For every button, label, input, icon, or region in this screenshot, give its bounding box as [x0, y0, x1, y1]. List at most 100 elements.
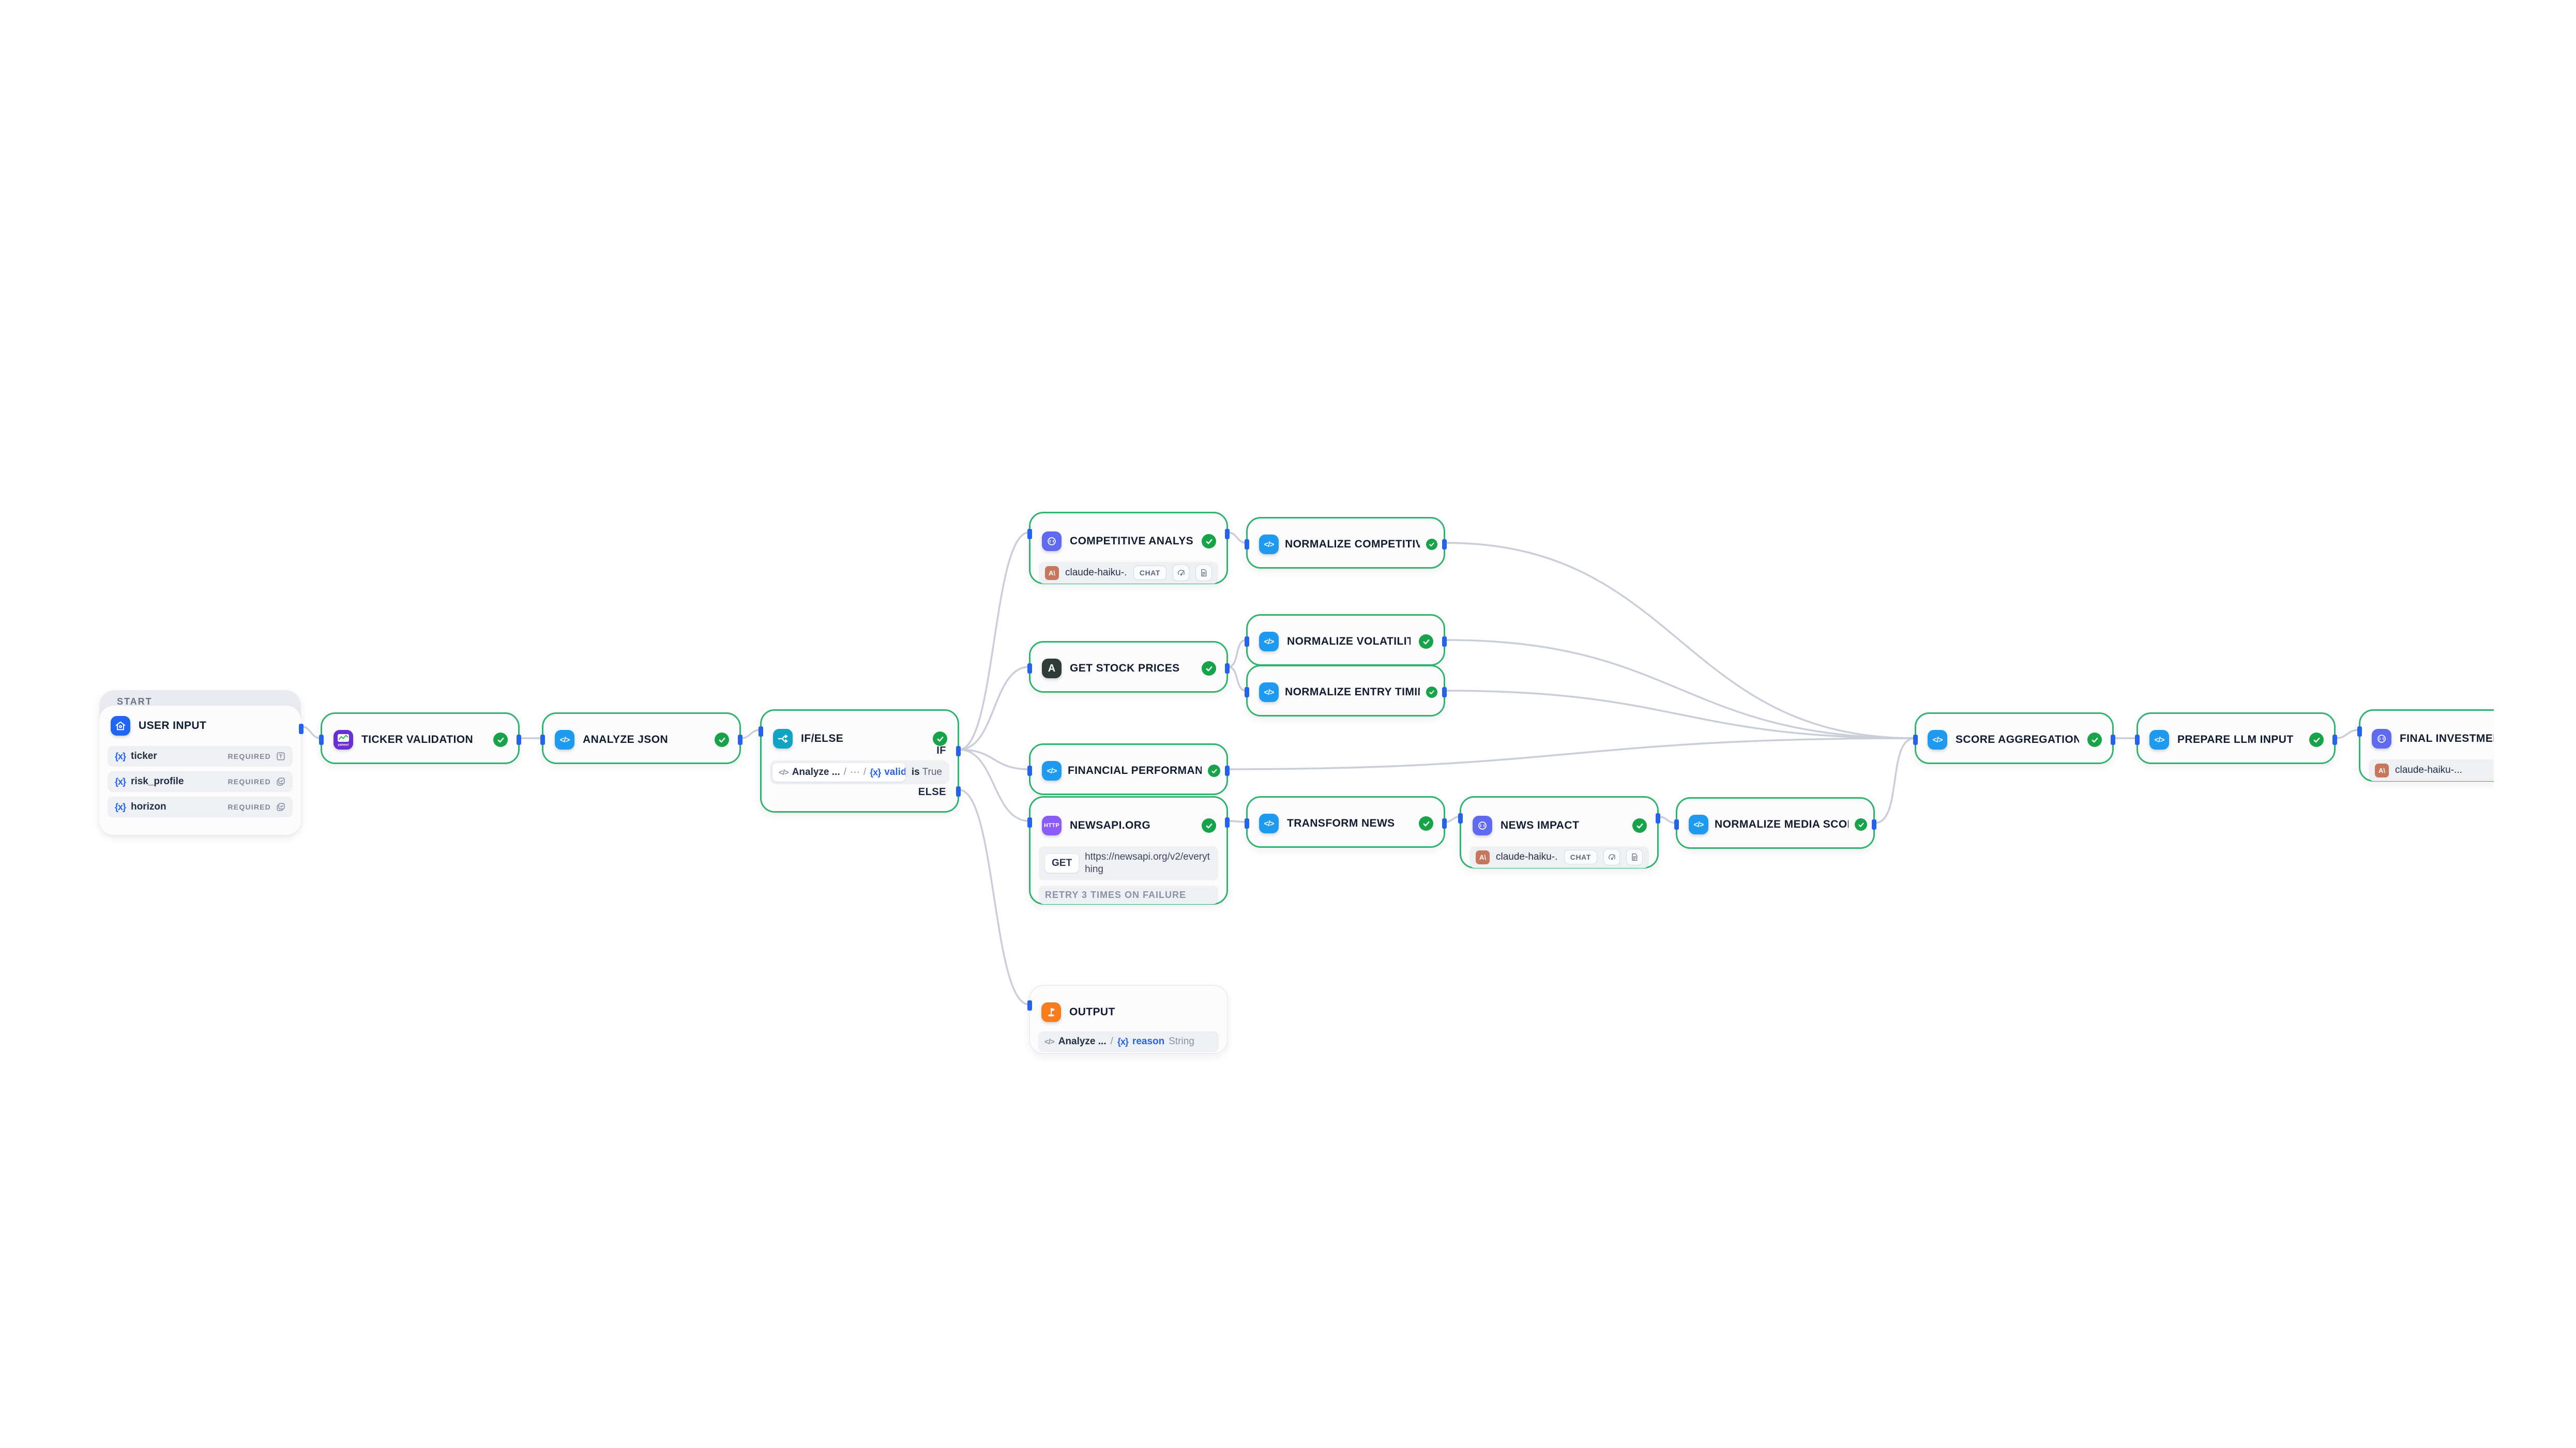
output-port[interactable] — [2332, 735, 2337, 745]
node-news-impact[interactable]: NEWS IMPACT A\ claude-haiku-... CHAT — [1458, 796, 1660, 868]
input-port[interactable] — [1027, 1000, 1032, 1011]
output-port[interactable] — [1442, 687, 1447, 697]
output-port[interactable] — [1442, 636, 1447, 647]
edge[interactable] — [1228, 666, 1247, 692]
output-port[interactable] — [2111, 735, 2115, 745]
input-port[interactable] — [1245, 687, 1249, 697]
anthropic-icon: A\ — [1045, 566, 1059, 580]
input-port[interactable] — [1245, 539, 1249, 550]
input-port[interactable] — [1027, 529, 1032, 539]
edge[interactable] — [740, 729, 761, 739]
prompt-document-button[interactable] — [1195, 565, 1212, 581]
output-port[interactable] — [1225, 529, 1230, 539]
edge[interactable] — [959, 749, 1029, 822]
node-final-investment[interactable]: FINAL INVESTMENT A\ claude-haiku-... CHA… — [2357, 709, 2494, 782]
output-port[interactable] — [738, 735, 743, 745]
model-settings-button[interactable] — [1173, 565, 1189, 581]
code-icon: </> — [1259, 535, 1279, 554]
node-ticker-validation[interactable]: yahoo! TICKER VALIDATION — [319, 712, 521, 764]
output-port[interactable] — [1442, 818, 1447, 829]
required-badge: REQUIRED — [228, 803, 271, 811]
edge[interactable] — [1228, 820, 1247, 823]
node-score-aggregation[interactable]: </> SCORE AGGREGATION — [1913, 712, 2115, 764]
flow-canvas[interactable]: START USER INPUT {x} ticker REQUIRED {x}… — [0, 0, 2494, 1448]
edge[interactable] — [2335, 729, 2359, 739]
node-normalize-competitive[interactable]: </> NORMALIZE COMPETITIVE — [1245, 517, 1447, 569]
input-port[interactable] — [1245, 818, 1249, 829]
input-port[interactable] — [1027, 766, 1032, 776]
prompt-document-button[interactable] — [1626, 849, 1643, 865]
input-port[interactable] — [1458, 813, 1463, 824]
output-port[interactable] — [517, 735, 521, 745]
node-transform-news[interactable]: </> TRANSFORM NEWS — [1245, 796, 1447, 848]
edge[interactable] — [1445, 639, 1915, 739]
success-check-icon — [1855, 818, 1867, 831]
output-port[interactable] — [299, 724, 304, 734]
alpaca-icon: A — [1042, 659, 1062, 678]
edge[interactable] — [1228, 737, 1915, 770]
edge[interactable] — [959, 789, 1029, 1005]
success-check-icon — [715, 733, 729, 747]
node-normalize-volatility[interactable]: </> NORMALIZE VOLATILITY — [1245, 614, 1447, 666]
input-port[interactable] — [2357, 726, 2362, 737]
edge[interactable] — [959, 749, 1029, 770]
success-check-icon — [1426, 539, 1437, 550]
node-user-input[interactable]: START USER INPUT {x} ticker REQUIRED {x}… — [99, 690, 304, 835]
output-port[interactable] — [1225, 817, 1230, 828]
edge[interactable] — [959, 666, 1029, 751]
node-title: IF/ELSE — [801, 733, 844, 744]
model-chip: A\ claude-haiku-... CHAT — [2369, 759, 2494, 781]
code-icon: </> — [555, 730, 574, 750]
edge[interactable] — [1658, 816, 1676, 824]
node-output[interactable]: OUTPUT </> Analyze ... / {x} reason Stri… — [1027, 985, 1228, 1054]
edge[interactable] — [1228, 531, 1247, 544]
code-icon: </> — [1044, 1037, 1055, 1046]
node-prepare-llm-input[interactable]: </> PREPARE LLM INPUT — [2135, 712, 2337, 764]
edge[interactable] — [1445, 816, 1460, 823]
edge[interactable] — [1445, 542, 1915, 739]
code-icon: </> — [779, 768, 789, 777]
node-competitive-analysis[interactable]: COMPETITIVE ANALYSIS A\ claude-haiku-...… — [1027, 512, 1230, 584]
edge[interactable] — [959, 531, 1029, 751]
edge[interactable] — [1228, 639, 1247, 668]
model-chip: A\ claude-haiku-... CHAT — [1469, 846, 1649, 868]
chat-mode-badge: CHAT — [1564, 850, 1597, 864]
success-check-icon — [1202, 534, 1216, 548]
success-check-icon — [493, 733, 508, 747]
model-name: claude-haiku-... — [1065, 567, 1127, 578]
node-normalize-entry-timing[interactable]: </> NORMALIZE ENTRY TIMIN — [1245, 665, 1447, 717]
variable-icon: {x} — [870, 767, 881, 778]
node-newsapi[interactable]: HTTP NEWSAPI.ORG GET https://newsapi.org… — [1027, 796, 1230, 905]
condition-row[interactable]: </> Analyze ... / ⋯ / {x} valid is True — [770, 760, 949, 784]
node-if-else[interactable]: IF/ELSE IF </> Analyze ... / ⋯ / {x} val… — [759, 709, 961, 813]
output-port[interactable] — [1656, 813, 1660, 824]
input-port[interactable] — [1027, 663, 1032, 674]
node-normalize-media-scoring[interactable]: </> NORMALIZE MEDIA SCORI — [1674, 797, 1876, 849]
input-port[interactable] — [2135, 735, 2140, 745]
model-chip: A\ claude-haiku-... CHAT — [1039, 562, 1218, 584]
edge[interactable] — [1874, 737, 1915, 824]
else-output-port[interactable] — [956, 786, 961, 797]
edge[interactable] — [300, 725, 321, 739]
path-separator: / — [863, 767, 867, 778]
node-get-stock-prices[interactable]: A GET STOCK PRICES — [1027, 641, 1230, 693]
model-settings-button[interactable] — [1603, 849, 1620, 865]
node-title: NORMALIZE MEDIA SCORI — [1715, 818, 1848, 830]
output-port[interactable] — [1442, 539, 1447, 550]
input-port[interactable] — [1674, 819, 1679, 830]
input-port[interactable] — [1913, 735, 1918, 745]
if-output-port[interactable] — [956, 746, 961, 756]
input-port[interactable] — [319, 735, 324, 745]
edge[interactable] — [1445, 690, 1915, 739]
input-port[interactable] — [1245, 636, 1249, 647]
input-port[interactable] — [1027, 817, 1032, 828]
success-check-icon — [1419, 634, 1433, 649]
output-port[interactable] — [1872, 819, 1876, 830]
output-port[interactable] — [1225, 663, 1230, 674]
node-analyze-json[interactable]: </> ANALYZE JSON — [540, 712, 743, 764]
input-port[interactable] — [759, 726, 763, 737]
input-port[interactable] — [540, 735, 545, 745]
output-port[interactable] — [1225, 766, 1230, 776]
node-financial-performance[interactable]: </> FINANCIAL PERFORMANC — [1027, 743, 1230, 795]
required-badge: REQUIRED — [228, 778, 271, 786]
